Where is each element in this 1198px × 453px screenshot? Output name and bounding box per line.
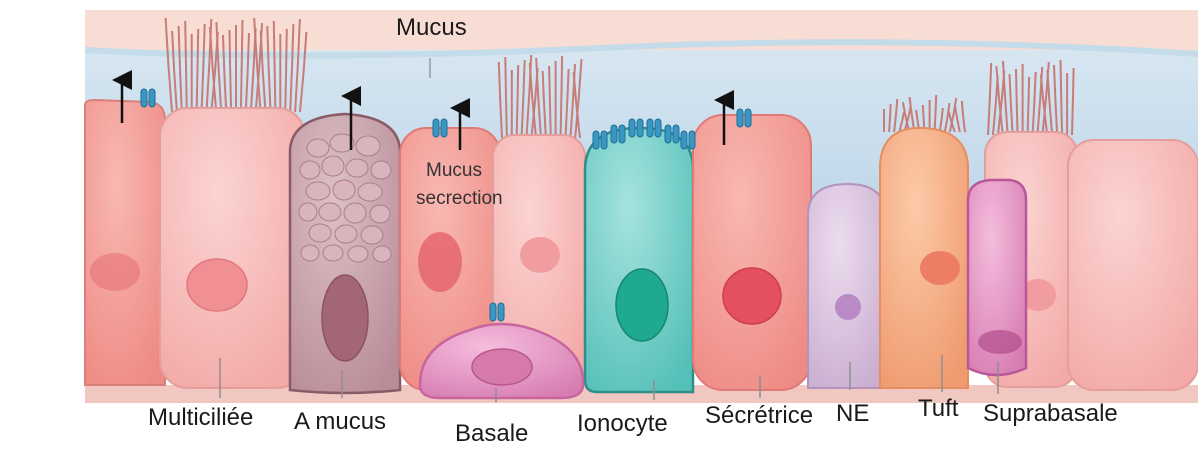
nucleus-basale xyxy=(472,349,532,385)
cell-ionocyte xyxy=(585,128,693,392)
cell-right-edge xyxy=(1068,140,1198,390)
label-basale: Basale xyxy=(455,420,528,448)
nucleus-suprabasale xyxy=(978,330,1022,354)
label-suprabasale: Suprabasale xyxy=(983,400,1118,428)
nucleus-secretory-2 xyxy=(418,232,462,292)
nucleus-left-edge xyxy=(90,253,140,291)
label-a-mucus: A mucus xyxy=(294,408,386,436)
nucleus-secretrice xyxy=(723,268,781,324)
label-ionocyte: Ionocyte xyxy=(577,410,668,438)
label-tuft: Tuft xyxy=(918,395,958,423)
mucus-title: Mucus xyxy=(396,14,467,42)
nucleus-multiciliee xyxy=(187,259,247,311)
mucus-secretion-label-line2: secrection xyxy=(416,188,503,210)
cell-left-edge xyxy=(85,100,165,385)
nucleus-ne xyxy=(835,294,861,320)
cell-secretrice xyxy=(693,115,811,390)
mucus-secretion-label-line1: Mucus xyxy=(426,160,482,182)
nucleus-a-mucus xyxy=(322,275,368,361)
nucleus-multiciliee-2 xyxy=(520,237,560,273)
cell-multiciliee xyxy=(160,108,305,388)
label-ne: NE xyxy=(836,400,869,428)
label-multiciliee: Multiciliée xyxy=(148,404,253,432)
cell-ne xyxy=(808,184,885,388)
nucleus-tuft xyxy=(920,251,960,285)
nucleus-ionocyte xyxy=(616,269,668,341)
label-secretrice: Sécrétrice xyxy=(705,402,813,430)
